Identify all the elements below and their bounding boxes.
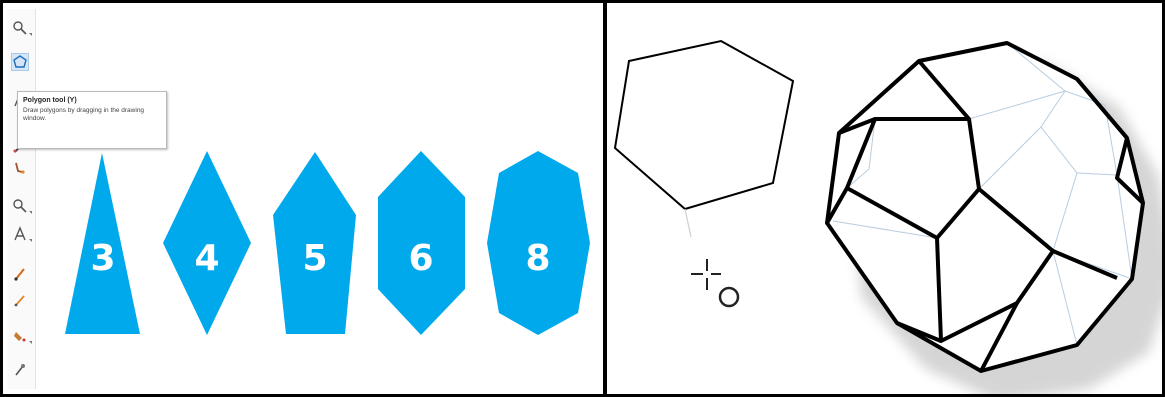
pen-tool-2[interactable] [11, 291, 29, 309]
hexagon-label: 6 [408, 238, 433, 279]
illustration-canvas [613, 39, 1162, 394]
triangle-label: 3 [90, 238, 115, 279]
text-tool-2[interactable] [11, 225, 32, 243]
brush-tool[interactable] [11, 159, 29, 177]
tooltip-description: Draw polygons by dragging in the drawing… [23, 107, 145, 122]
panel-divider [603, 3, 607, 394]
diamond-shape[interactable]: 4 [163, 151, 251, 335]
paint-icon [14, 268, 25, 281]
paint-tool[interactable] [11, 265, 29, 283]
fill-icon [14, 332, 26, 342]
eyedropper-tool[interactable] [11, 361, 29, 379]
crosshair-cursor-icon [691, 259, 740, 308]
triangle-shape[interactable]: 3 [65, 153, 140, 334]
polygon-tool-tooltip: Polygon tool (Y) Draw polygons by draggi… [17, 91, 167, 149]
text-tool-icon [14, 226, 26, 241]
zoom-icon [13, 21, 27, 35]
zoom-tool-2[interactable] [11, 197, 32, 215]
hexagon-shape[interactable]: 6 [378, 151, 465, 335]
truncated-octahedron-shape[interactable] [825, 41, 1162, 394]
brush-icon [15, 162, 25, 174]
eyedropper-icon [15, 364, 25, 376]
zoom-tool[interactable] [11, 19, 32, 37]
polygon-demo-panel: 3 4 5 6 8 Polygon tool (Y) Draw polygons… [3, 3, 603, 394]
pentagon-shape[interactable]: 5 [273, 152, 356, 334]
pen-tool-icon [14, 295, 25, 307]
zoom-icon [13, 199, 27, 213]
polygon-tool[interactable] [11, 53, 29, 71]
polygon-tool-icon [13, 55, 27, 68]
diamond-label: 4 [194, 238, 219, 279]
fill-tool[interactable] [11, 327, 32, 345]
pentagon-label: 5 [302, 238, 327, 279]
polygon-illustration-panel [607, 3, 1162, 394]
polygon-shapes-canvas: 3 4 5 6 8 [65, 151, 590, 335]
octagon-shape[interactable]: 8 [487, 151, 590, 335]
hexagon-outline-shape[interactable] [613, 39, 795, 238]
octagon-label: 8 [525, 238, 550, 279]
tooltip-title: Polygon tool (Y) [23, 97, 77, 104]
